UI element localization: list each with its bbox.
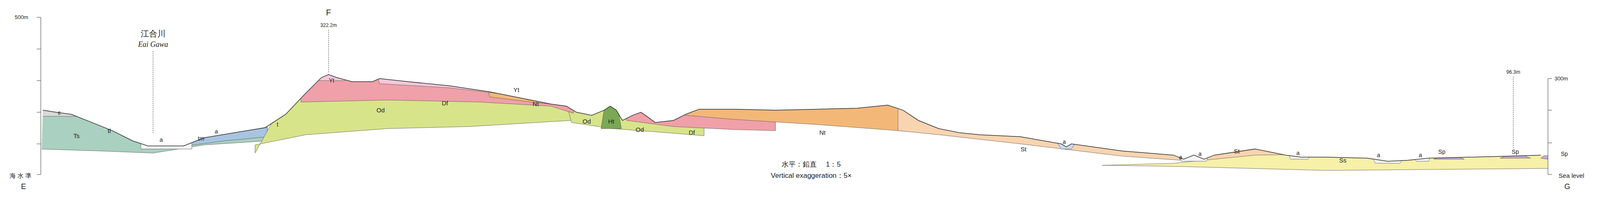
unit-label: a: [1198, 151, 1202, 158]
unit-label: Sp: [1560, 151, 1568, 158]
point-label: F: [326, 7, 332, 17]
axis-label: 300m: [1554, 75, 1569, 82]
unit-label: a: [1296, 149, 1300, 157]
unit-label: St: [1020, 145, 1027, 153]
unit-label: Ss: [1339, 156, 1347, 164]
unit-label: Yt: [328, 77, 335, 84]
unit-label: a: [1178, 153, 1183, 161]
unit-label: a: [1418, 151, 1422, 159]
unit-label: a: [1376, 151, 1381, 159]
axis-label: 海 水 準: [9, 172, 32, 180]
axis-label: 500m: [14, 14, 29, 21]
unit-label: Od: [376, 106, 385, 114]
unit-label: Sp: [1511, 149, 1519, 156]
unit-label: Od: [582, 117, 591, 126]
unit-label: a: [214, 128, 219, 135]
unit-label: Sp: [1438, 149, 1446, 156]
scale-note: Vertical exaggeration：5×: [770, 171, 852, 180]
unit-label: tl: [57, 110, 61, 116]
unit-label: Yt: [513, 86, 520, 94]
section-end-label: E: [21, 182, 27, 191]
elevation-label: 322.2m: [320, 22, 337, 29]
unit-label: Nt: [532, 100, 539, 108]
unit-label: t: [276, 121, 279, 128]
unit-label: Od: [635, 126, 644, 134]
elevation-label: 96.3m: [1506, 69, 1521, 75]
unit-label: Ts: [73, 132, 80, 140]
scale-note: 水平：鉛直 1：5: [781, 160, 841, 169]
unit-label: a: [1062, 138, 1066, 145]
unit-label: tm: [197, 135, 205, 142]
river-name: 江合川: [140, 28, 166, 39]
unit-label: St: [1233, 147, 1240, 155]
section-end-label: G: [1564, 182, 1571, 191]
unit-label: Df: [441, 99, 448, 107]
unit-label: Df: [688, 129, 696, 137]
unit-label: a: [159, 136, 164, 143]
unit-label: tl: [107, 127, 111, 135]
axis-label: Sea level: [1558, 172, 1585, 180]
unit-label: Nt: [819, 129, 826, 137]
unit-label: Ht: [608, 117, 615, 126]
river-name-latin: Eai Gawa: [137, 40, 169, 50]
